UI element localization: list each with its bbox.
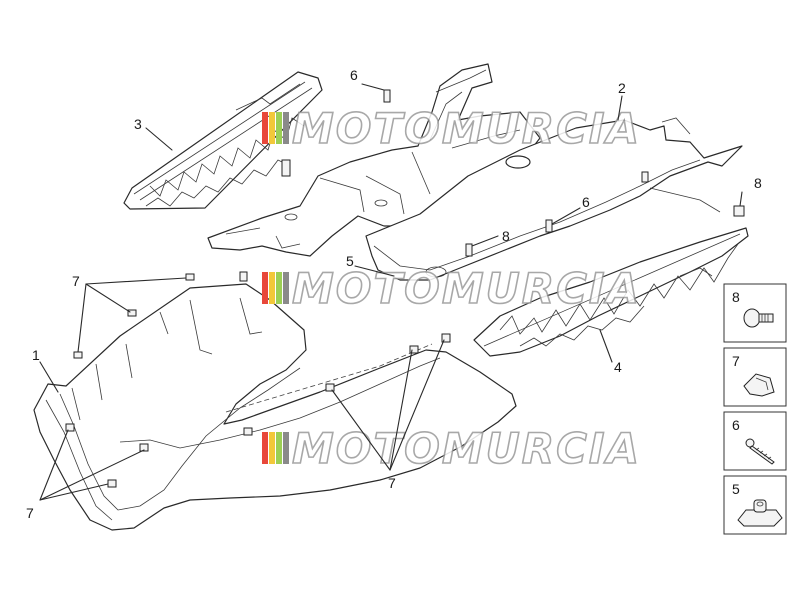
svg-text:8: 8 xyxy=(732,289,740,305)
svg-text:MOTOMURCIA: MOTOMURCIA xyxy=(292,424,641,473)
hardware-legend: 8 7 6 xyxy=(723,283,787,535)
legend-item-6: 6 xyxy=(723,411,787,471)
callout-5: 5 xyxy=(346,253,354,269)
screw-bolt-icon xyxy=(743,308,774,328)
callout-6-top: 6 xyxy=(350,67,358,83)
legend-item-5: 5 xyxy=(723,475,787,535)
legend-item-7: 7 xyxy=(723,347,787,407)
leader-lines xyxy=(39,83,743,501)
callout-7-bottom-left: 7 xyxy=(26,505,34,521)
callout-8-right: 8 xyxy=(754,175,762,191)
callout-1: 1 xyxy=(32,347,40,363)
legend-item-8: 8 xyxy=(723,283,787,343)
center-tunnel-bracket xyxy=(207,63,541,257)
svg-text:5: 5 xyxy=(732,481,740,497)
callout-labels: 1 2 3 4 5 6 6 7 7 7 8 8 xyxy=(26,67,762,521)
part-3-upper-ribbed-panel xyxy=(123,71,323,210)
svg-text:7: 7 xyxy=(732,353,740,369)
callout-4: 4 xyxy=(614,359,622,375)
fastener-marks xyxy=(65,89,745,488)
u-clip-nut-icon xyxy=(743,373,775,397)
part-2-floor-panel xyxy=(365,117,743,281)
svg-text:MOTOMURCIA: MOTOMURCIA xyxy=(292,264,641,313)
callout-7-top: 7 xyxy=(72,273,80,289)
self-tapping-screw-icon xyxy=(745,438,775,465)
svg-text:6: 6 xyxy=(732,417,740,433)
watermark-2: MOTOMURCIA xyxy=(262,263,641,314)
svg-text:MOTOMURCIA: MOTOMURCIA xyxy=(292,104,641,153)
watermark-3: MOTOMURCIA xyxy=(262,423,641,474)
callout-3: 3 xyxy=(134,116,142,132)
callout-2: 2 xyxy=(618,80,626,96)
part-1-lower-cover xyxy=(33,283,517,531)
callout-6-right: 6 xyxy=(582,194,590,210)
part-4-lower-ribbed-panel xyxy=(473,227,749,357)
callout-7-bottom: 7 xyxy=(388,475,396,491)
callout-8-center: 8 xyxy=(502,228,510,244)
spring-nut-icon xyxy=(737,499,783,527)
watermark-1: MOTOMURCIA xyxy=(262,103,641,154)
